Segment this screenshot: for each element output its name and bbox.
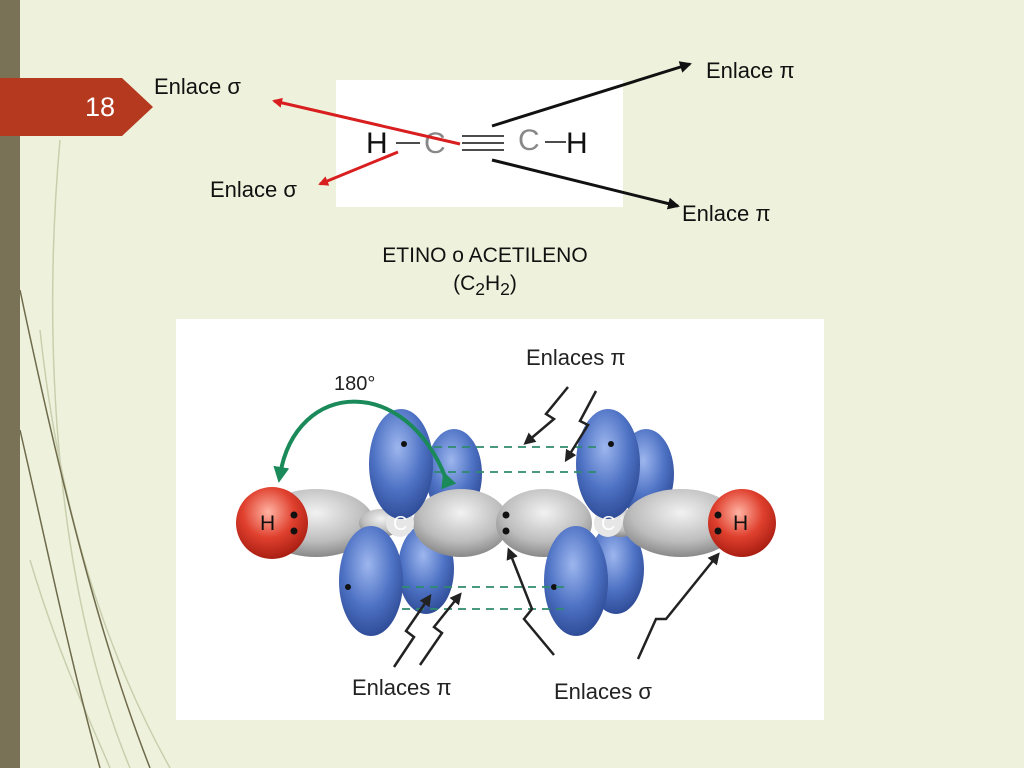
- label-pi-bonds-top: Enlaces π: [526, 345, 626, 370]
- orbital-c-left-label: C: [393, 513, 408, 535]
- formula-c-left: C: [424, 127, 446, 160]
- pointer-arrows: [392, 386, 720, 668]
- formula-h-left: H: [366, 127, 388, 160]
- sp-lobe-cc-left: [413, 489, 509, 557]
- p-lobe-right-front-bottom: [544, 526, 608, 636]
- molecular-formula: (C2H2): [340, 270, 630, 303]
- bond-arrows: [272, 61, 692, 210]
- pointer-pi-bottom-2: [418, 592, 462, 666]
- orbital-c-right-label: C: [601, 513, 616, 535]
- p-lobe-left-front-top: [369, 409, 433, 519]
- p-lobe-right-front-top: [576, 409, 640, 519]
- label-sigma-lower: Enlace σ: [210, 177, 297, 202]
- label-sigma-bonds-bottom: Enlaces σ: [554, 679, 652, 704]
- formula-sub-1: 2: [475, 279, 485, 300]
- orbital-h-right-label: H: [733, 512, 749, 535]
- left-accent-bar: [0, 0, 20, 768]
- label-pi-bonds-bottom: Enlaces π: [352, 675, 452, 700]
- label-pi-lower: Enlace π: [682, 201, 771, 226]
- hydrogen-right: [708, 489, 776, 557]
- orbital-diagram: Enlaces π 180° Enlaces π Enlaces σ H H C…: [176, 319, 824, 720]
- formula-prefix: (C: [453, 272, 476, 295]
- pi-arrow-upper: [491, 61, 692, 128]
- label-pi-upper: Enlace π: [706, 58, 795, 83]
- sp-lobe-h-right: [623, 489, 739, 557]
- slide-number: 18: [84, 92, 116, 122]
- pi-arrow-lower: [491, 158, 680, 210]
- pointer-pi-top-1: [523, 386, 569, 445]
- angle-arrow: [273, 399, 457, 490]
- formula-c-right: C: [518, 124, 540, 157]
- pointer-pi-bottom-1: [392, 594, 432, 668]
- sigma-arrow-lower: [318, 150, 399, 186]
- molecule-caption: ETINO o ACETILENO (C2H2): [340, 242, 630, 303]
- sigma-arrow-upper: [272, 97, 461, 146]
- molecule-name: ETINO o ACETILENO: [382, 244, 588, 267]
- formula-h-right: H: [566, 127, 588, 160]
- slide-number-tab: 18: [0, 78, 153, 136]
- p-lobe-left-front-bottom: [339, 526, 403, 636]
- formula-bonds: [396, 135, 566, 151]
- electron-dots: [290, 441, 722, 590]
- hydrogen-left: [236, 487, 308, 559]
- pointer-pi-top-2: [564, 390, 598, 463]
- label-angle: 180°: [334, 373, 376, 395]
- orbital-h-left-label: H: [260, 512, 276, 535]
- pointer-sigma-1: [506, 547, 555, 656]
- label-sigma-upper: Enlace σ: [154, 74, 241, 99]
- formula-sub-2: 2: [500, 279, 510, 300]
- orbital-illustration: [236, 386, 776, 668]
- pointer-sigma-2: [636, 552, 720, 660]
- formula-suffix: ): [509, 272, 517, 295]
- formula-mid: H: [485, 272, 501, 295]
